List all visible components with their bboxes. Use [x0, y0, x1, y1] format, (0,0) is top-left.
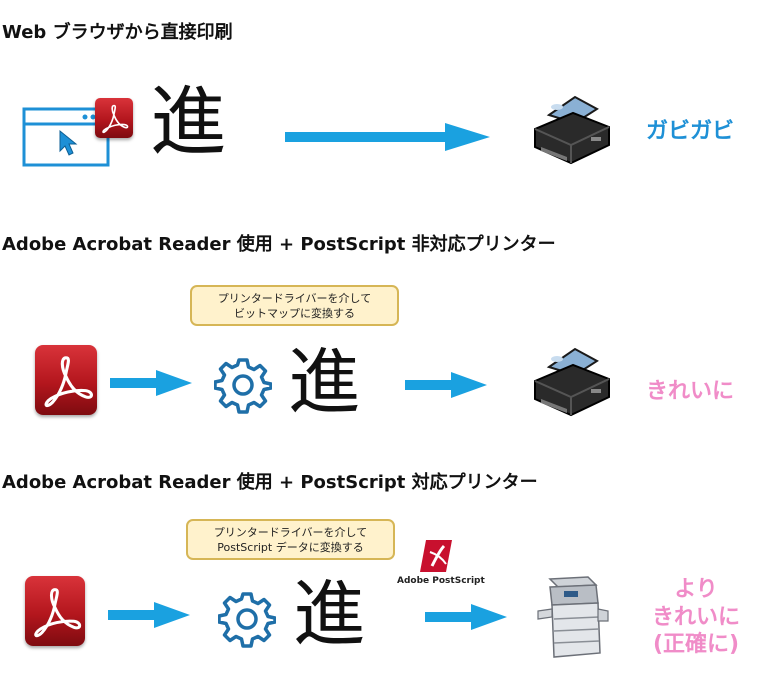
- note-line: ビットマップに変換する: [234, 306, 355, 320]
- postscript-logo-icon: [418, 538, 458, 578]
- acrobat-icon: [25, 576, 85, 646]
- result-label: ガビガビ: [646, 119, 735, 144]
- result-line: より: [674, 577, 718, 602]
- arrow-icon: [425, 604, 507, 634]
- postscript-logo-label: Adobe PostScript: [397, 576, 485, 586]
- note-box: プリンタードライバーを介して PostScript データに変換する: [186, 519, 395, 560]
- arrow-icon: [110, 370, 192, 400]
- note-line: プリンタードライバーを介して: [217, 291, 372, 305]
- result-line: きれいに: [651, 604, 740, 630]
- printer-icon: [527, 345, 615, 425]
- browser-window-icon: [22, 107, 110, 171]
- arrow-icon: [285, 123, 490, 155]
- result-label: きれいに: [646, 379, 735, 404]
- note-box: プリンタードライバーを介して ビットマップに変換する: [190, 285, 399, 326]
- kanji-character: 進: [150, 77, 226, 166]
- acrobat-icon-small: [95, 98, 133, 138]
- kanji-character: 進: [288, 340, 361, 424]
- note-line: プリンタードライバーを介して: [213, 525, 368, 539]
- note-line: PostScript データに変換する: [217, 540, 364, 554]
- result-line: (正確に): [652, 632, 740, 657]
- printer-icon: [527, 93, 615, 173]
- section2-heading: Adobe Acrobat Reader 使用 + PostScript 非対応…: [2, 234, 556, 255]
- gear-icon: [217, 590, 277, 652]
- section3-heading: Adobe Acrobat Reader 使用 + PostScript 対応プ…: [2, 472, 538, 493]
- section1-heading: Web ブラウザから直接印刷: [2, 22, 233, 43]
- acrobat-icon: [35, 345, 97, 415]
- copier-icon: [536, 573, 610, 663]
- result-label: より きれいに (正確に): [648, 576, 744, 659]
- arrow-icon: [108, 602, 190, 632]
- gear-icon: [213, 356, 273, 418]
- kanji-character: 進: [293, 572, 366, 656]
- arrow-icon: [405, 372, 487, 402]
